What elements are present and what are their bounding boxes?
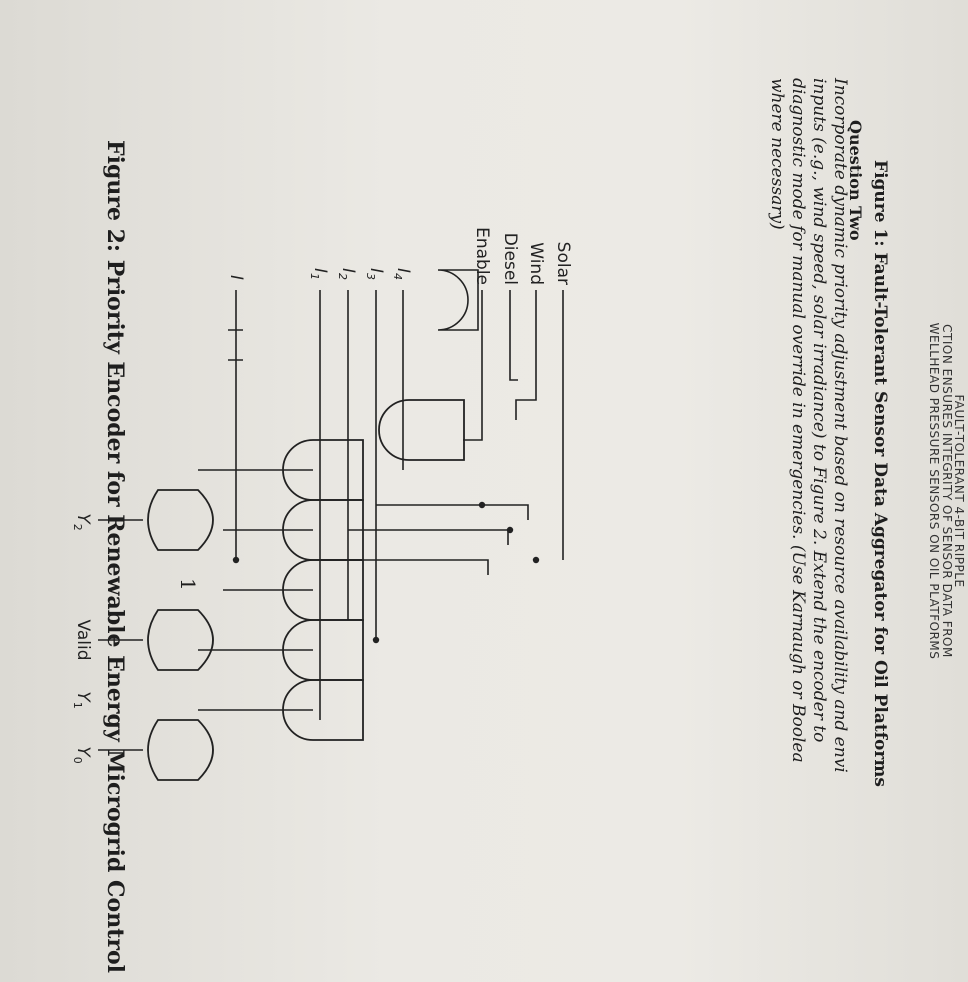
wire-wind — [515, 290, 537, 420]
label-y2: Y2 — [71, 513, 93, 530]
label-i1: I1 — [308, 268, 330, 280]
or-gate-valid — [147, 609, 214, 671]
label-i4: I4 — [391, 268, 413, 280]
and-gate-4 — [282, 619, 364, 681]
label-y0: Y0 — [71, 746, 93, 763]
bus-3 — [320, 559, 489, 575]
or-gate-y0 — [147, 719, 214, 781]
figure-2-caption: Figure 2: Priority Encoder for Renewable… — [102, 140, 128, 974]
or-gates — [147, 489, 214, 781]
and-gate-a — [437, 269, 479, 331]
wire-i-ticks — [228, 329, 243, 361]
and-gate-1 — [282, 439, 364, 501]
and-gate-3 — [282, 559, 364, 621]
label-solar: Solar — [553, 242, 573, 285]
wire-diesel — [509, 290, 518, 381]
bus-1 — [376, 504, 529, 520]
and-gate-enable — [378, 399, 465, 461]
label-i3: I3 — [364, 268, 386, 280]
and-gates — [282, 399, 465, 741]
wires-and-to-or — [198, 469, 313, 711]
or-gate-y1 — [147, 489, 214, 551]
label-i: I — [226, 275, 246, 280]
label-diesel: Diesel — [500, 233, 520, 285]
label-wind: Wind — [526, 242, 546, 285]
label-enable: Enable — [472, 227, 492, 285]
and-gate-5 — [282, 679, 364, 741]
wire-enable — [463, 290, 483, 441]
output-wires — [98, 469, 313, 751]
and-gate-2 — [282, 499, 364, 561]
bus-2 — [348, 529, 509, 545]
page-number: 1 — [176, 578, 200, 591]
label-y1: Y1 — [71, 691, 93, 708]
label-i2: I2 — [336, 268, 358, 280]
junction-dots — [232, 501, 540, 644]
label-valid: Valid — [73, 620, 93, 661]
